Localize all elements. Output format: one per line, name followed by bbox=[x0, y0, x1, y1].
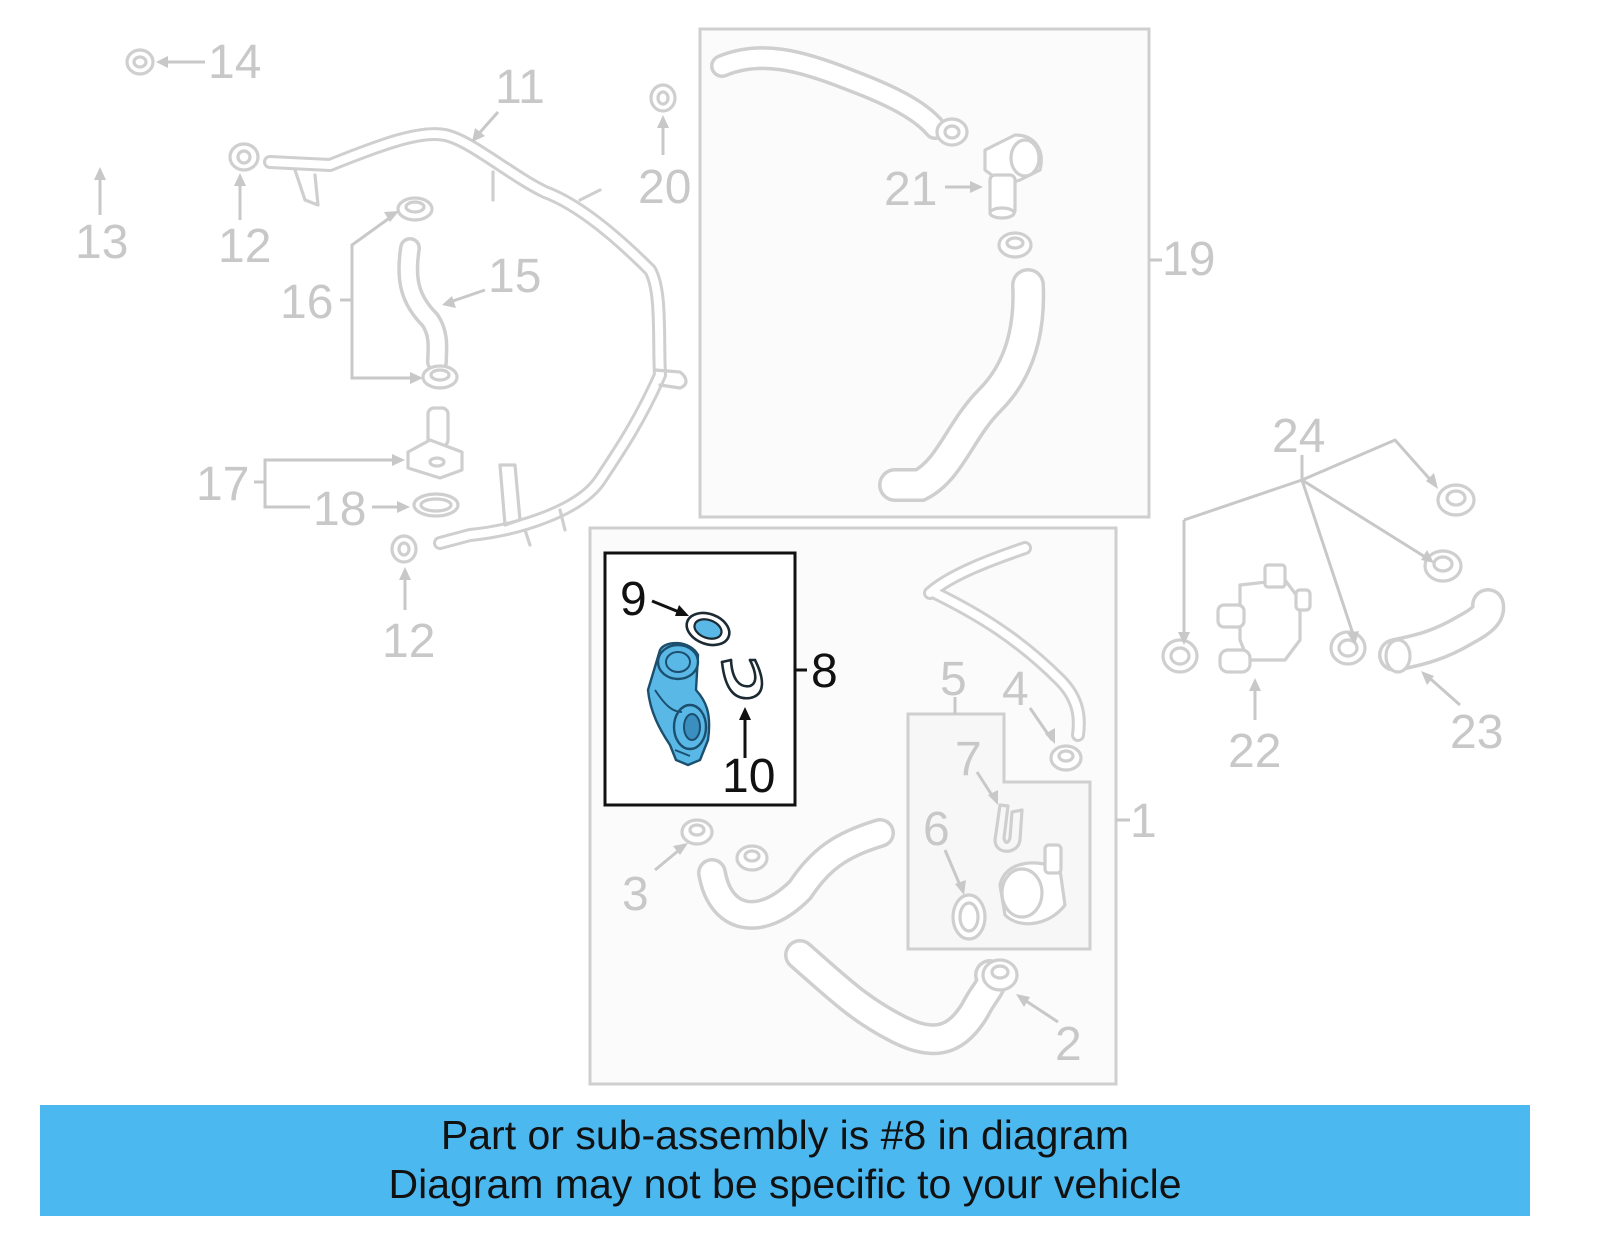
callout-10[interactable]: 10 bbox=[722, 750, 775, 803]
fitting-17 bbox=[406, 406, 464, 480]
o-ring-18 bbox=[412, 492, 460, 518]
callout-14[interactable]: 14 bbox=[208, 36, 261, 89]
group-box-19 bbox=[698, 27, 1151, 519]
callout-22[interactable]: 22 bbox=[1228, 725, 1281, 778]
clamp-20 bbox=[649, 83, 677, 113]
clamp-16-bottom bbox=[421, 364, 459, 390]
callout-19[interactable]: 19 bbox=[1162, 233, 1215, 286]
valve-21 bbox=[983, 133, 1043, 220]
callout-18[interactable]: 18 bbox=[313, 483, 366, 536]
hose-15 bbox=[397, 237, 449, 373]
callout-numbers: 14 11 13 12 15 16 17 18 12 20 21 19 24 2… bbox=[75, 36, 1503, 1071]
callout-7[interactable]: 7 bbox=[955, 733, 982, 786]
callout-8[interactable]: 8 bbox=[811, 645, 838, 698]
leader-lines-black bbox=[651, 599, 807, 758]
clip-10 bbox=[720, 658, 764, 700]
clamp-16-top bbox=[396, 196, 434, 222]
callout-15[interactable]: 15 bbox=[488, 250, 541, 303]
hose-13 bbox=[59, 67, 226, 172]
hose-19-lower bbox=[878, 268, 1046, 502]
coolant-outlet-8 bbox=[646, 641, 711, 767]
callout-24[interactable]: 24 bbox=[1272, 410, 1325, 463]
callout-17[interactable]: 17 bbox=[196, 458, 249, 511]
o-ring-9 bbox=[685, 611, 731, 647]
clamp-19-b bbox=[997, 231, 1033, 259]
callout-11[interactable]: 11 bbox=[495, 61, 545, 114]
clamp-24-b bbox=[1423, 549, 1463, 583]
callout-6[interactable]: 6 bbox=[923, 803, 950, 856]
clamp-19-a bbox=[935, 117, 969, 147]
clamp-24-a bbox=[1436, 483, 1476, 517]
clamp-12-bottom bbox=[390, 534, 418, 564]
callout-13[interactable]: 13 bbox=[75, 216, 128, 269]
info-banner: Part or sub-assembly is #8 in diagram Di… bbox=[40, 1105, 1530, 1216]
clamp-3-b bbox=[735, 844, 769, 872]
callout-20[interactable]: 20 bbox=[638, 161, 691, 214]
callout-12-top[interactable]: 12 bbox=[218, 220, 271, 273]
leader-lines-gray bbox=[94, 56, 1461, 1024]
callout-9[interactable]: 9 bbox=[620, 573, 647, 626]
callout-16[interactable]: 16 bbox=[280, 276, 333, 329]
banner-line-disclaimer: Diagram may not be specific to your vehi… bbox=[388, 1161, 1182, 1207]
valve-22 bbox=[1216, 563, 1312, 674]
callout-1[interactable]: 1 bbox=[1130, 795, 1157, 848]
callout-23[interactable]: 23 bbox=[1450, 706, 1503, 759]
clamp-14 bbox=[125, 48, 155, 76]
hose-23 bbox=[1378, 588, 1506, 674]
housing-5 bbox=[998, 843, 1067, 926]
clamp-12-top bbox=[228, 142, 260, 172]
callout-4[interactable]: 4 bbox=[1002, 663, 1029, 716]
o-ring-6 bbox=[951, 893, 987, 941]
clamp-4 bbox=[1049, 744, 1083, 772]
hose-2 bbox=[784, 939, 1008, 1056]
callout-2[interactable]: 2 bbox=[1055, 1018, 1082, 1071]
callout-12-bottom[interactable]: 12 bbox=[382, 615, 435, 668]
pipe-11 bbox=[263, 127, 688, 550]
clip-7 bbox=[993, 803, 1024, 853]
clamp-3-a bbox=[680, 818, 714, 846]
callout-3[interactable]: 3 bbox=[622, 868, 649, 921]
hose-3 bbox=[697, 818, 895, 930]
clamp-2 bbox=[981, 958, 1019, 992]
group-box-8 bbox=[603, 551, 797, 807]
pipe-1 bbox=[923, 541, 1086, 742]
clamp-24-c bbox=[1161, 638, 1199, 674]
hose-19-upper bbox=[710, 46, 947, 140]
callout-21[interactable]: 21 bbox=[884, 163, 937, 216]
callout-5[interactable]: 5 bbox=[940, 653, 967, 706]
clamp-24-d bbox=[1329, 630, 1367, 666]
banner-line-part: Part or sub-assembly is #8 in diagram bbox=[440, 1112, 1130, 1158]
